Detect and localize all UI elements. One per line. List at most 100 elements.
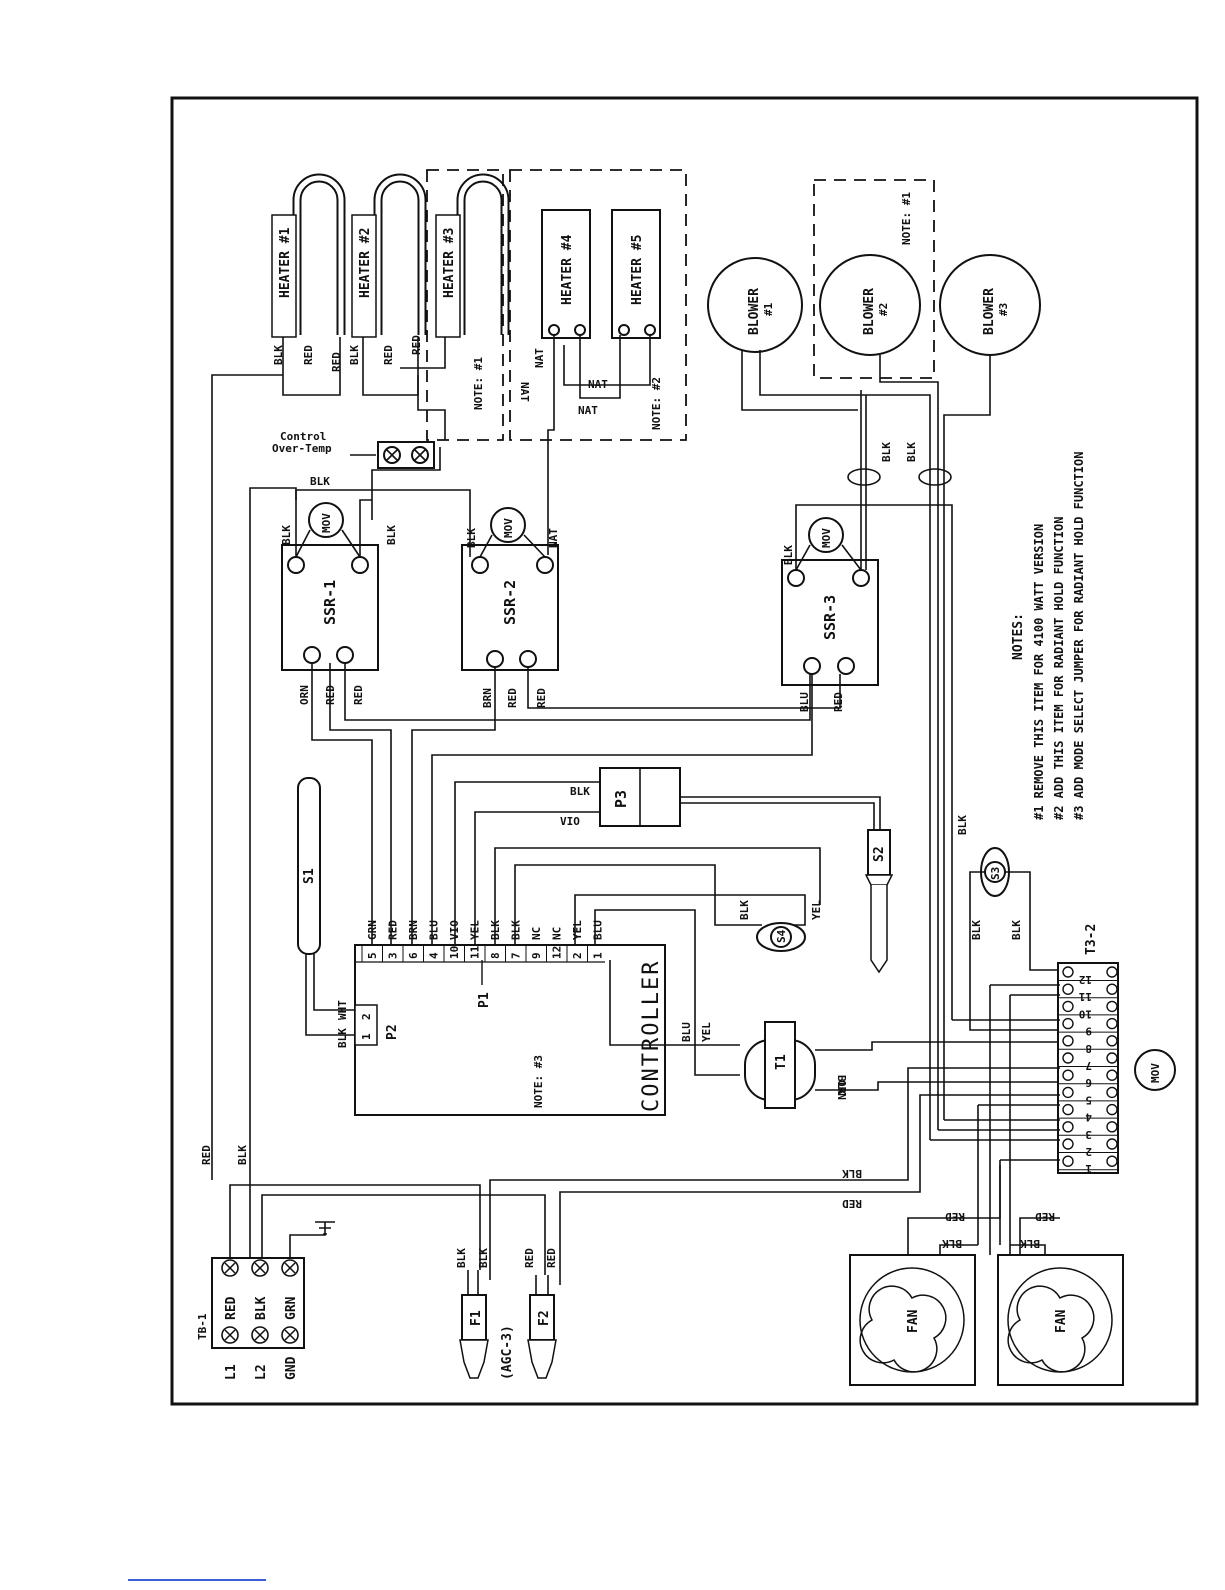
wire-label-blk-fan2: BLK	[1020, 1237, 1040, 1250]
cable-tie-b	[918, 468, 952, 486]
wire-label-blk-bottom: BLK	[842, 1167, 862, 1180]
p1-pin-wire-color: NC	[551, 927, 564, 940]
wire-label-blk-blower-b: BLK	[905, 442, 918, 462]
t3-2-screw	[1106, 1035, 1118, 1047]
t3-2-terminal-number: 2	[1085, 1145, 1092, 1158]
wire-label-blk-fan1: BLK	[942, 1237, 962, 1250]
p1-pin-number: 11	[469, 945, 482, 959]
wire-label-red-ssr1b: RED	[352, 685, 365, 705]
diagram-border	[170, 96, 1199, 1406]
ssr-2-label: SSR-2	[501, 580, 519, 625]
wire-label-red-bottom: RED	[842, 1197, 862, 1210]
heater-4-terminal-b	[574, 324, 586, 336]
p1-pin-wire-color: RED	[387, 920, 400, 940]
p1-pin-number: 5	[366, 952, 379, 959]
wire-label-blk-h2: BLK	[348, 345, 361, 365]
wire-label-red-h1b: RED	[330, 352, 343, 372]
wire-label-red-h2: RED	[382, 345, 395, 365]
t3-2-screw	[1062, 1035, 1074, 1047]
wire-label-nat-c: NAT	[588, 378, 608, 391]
wire-label-blk-p2: BLK	[336, 1028, 349, 1048]
tb-1-terminal-name: GND	[284, 1356, 299, 1380]
heater-5-label: HEATER #5	[630, 235, 645, 305]
t3-2-screw	[1106, 1121, 1118, 1133]
ssr-2-mov-label: MOV	[502, 518, 515, 538]
t3-2-terminal-number: 10	[1079, 1007, 1092, 1020]
t3-2-mov	[1134, 1049, 1176, 1091]
t3-2-screw	[1106, 1017, 1118, 1030]
t3-2-screw	[1106, 983, 1118, 995]
heater-3: HEATER #3	[435, 173, 510, 338]
p1-pin-wire-color: VIO	[448, 920, 461, 940]
wire-label-blk-p3: BLK	[570, 785, 590, 798]
notes-title: NOTES:	[1011, 613, 1026, 660]
wire-label-blk-blower-a: BLK	[880, 442, 893, 462]
t1-core	[764, 1021, 796, 1109]
p1-pin-wire-color: YEL	[571, 920, 584, 940]
wire-label-red-fan1: RED	[945, 1210, 965, 1223]
p1-pin-number: 7	[510, 952, 523, 959]
t3-2-screw	[1062, 1138, 1074, 1150]
s2-label: S2	[872, 846, 887, 862]
t3-2-screw	[1106, 1000, 1118, 1013]
wire-label-nat-a: NAT	[533, 348, 546, 368]
blower-1	[707, 257, 803, 353]
heater-2: HEATER #2	[351, 173, 427, 338]
t3-2-screw	[1106, 966, 1118, 978]
wire-label-red-ssr2a: RED	[506, 688, 519, 708]
p1-pin-wire-color: GRN	[366, 920, 379, 940]
t3-2-terminal-number: 8	[1085, 1042, 1092, 1055]
heater-4-label: HEATER #4	[560, 234, 575, 305]
heater-1-label: HEATER #1	[278, 227, 293, 298]
note-item-2: #2 ADD THIS ITEM FOR RADIANT HOLD FUNCTI…	[1052, 517, 1066, 820]
note-1-region-heater	[426, 169, 504, 441]
ssr-3-mov	[808, 517, 844, 553]
t3-2-screw	[1062, 1103, 1074, 1116]
wire-label-red-main: RED	[200, 1145, 213, 1165]
t3-2-screw	[1062, 1000, 1074, 1013]
controller-board	[354, 944, 666, 1116]
p1-pin-number: 1	[592, 952, 605, 959]
over-temp-control-label: Control	[280, 430, 326, 443]
wire-label-red-f2b: RED	[545, 1248, 558, 1268]
wire-label-blk-otc: BLK	[385, 525, 398, 545]
s1-label: S1	[302, 868, 317, 884]
s3-label: S3	[989, 867, 1002, 880]
wire-label-orn: ORN	[298, 685, 311, 705]
t3-2-terminal-number: 9	[1085, 1025, 1092, 1038]
wire-label-vio-p3: VIO	[560, 815, 580, 828]
p1-pin-wire-color: BRN	[407, 920, 420, 940]
wire-label-brn: BRN	[481, 688, 494, 708]
t3-2-mov-label: MOV	[1149, 1063, 1162, 1083]
tb-1-terminal-name: L1	[224, 1364, 239, 1380]
wire-label-blk-s3a: BLK	[970, 920, 983, 940]
ssr-1-label: SSR-1	[321, 580, 339, 625]
wire-label-nat-b: NAT	[518, 382, 531, 402]
blower-1-number: #1	[762, 302, 775, 316]
wire-label-red-ssr1a: RED	[324, 685, 337, 705]
t3-2-terminal-number: 3	[1085, 1128, 1092, 1141]
t3-2-terminal-number: 7	[1085, 1059, 1092, 1072]
ssr-1-mov	[308, 502, 344, 538]
wire-label-nat-ssr2: NAT	[547, 528, 560, 548]
p1-pin-number: 9	[530, 952, 543, 959]
p1-pin-wire-color: BLU	[428, 920, 441, 940]
tb-1-wire-color: BLK	[254, 1296, 269, 1320]
t3-2-screw	[1062, 983, 1074, 995]
note-1-region-blower	[813, 179, 935, 379]
ssr-3-label: SSR-3	[821, 595, 839, 640]
t3-2-wiring	[489, 984, 1060, 1285]
t3-2-screw	[1106, 1138, 1118, 1150]
wire-label-blk-s4: BLK	[738, 900, 751, 920]
wire-label-blk-long: BLK	[956, 815, 969, 835]
t3-2-screw	[1062, 1086, 1074, 1099]
blower-2-number: #2	[877, 303, 890, 316]
t3-2-terminal-number: 4	[1085, 1111, 1092, 1124]
t3-2-screw	[1106, 1069, 1118, 1081]
p1-pin-number: 2	[571, 952, 584, 959]
wire-label-blk-top: BLK	[310, 475, 330, 488]
blower-1-label: BLOWER	[747, 288, 762, 335]
fan-wiring	[907, 1165, 1060, 1255]
ssr-top-wiring	[249, 350, 991, 1205]
